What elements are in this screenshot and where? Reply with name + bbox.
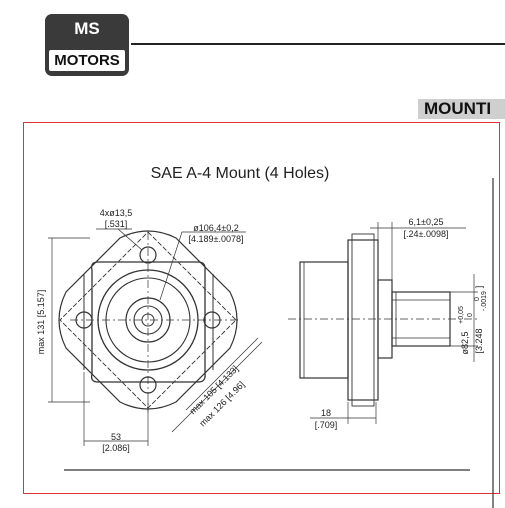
shaft-dimension-inches: [3.248 [474, 328, 484, 353]
side-view [288, 233, 480, 407]
shaft-dimension-inches-close: ] [474, 286, 484, 289]
flange-dimension: 6,1±0,25 [409, 217, 444, 227]
shaft-dimension: ø82,5 [460, 331, 470, 354]
flange-dimension-inches: [.24±.0098] [404, 229, 449, 239]
pilot-callout-inches: [4.189±.0078] [189, 234, 244, 244]
header-rule [131, 43, 505, 45]
shaft-tolerance-lower: 0 [467, 313, 474, 317]
shaft-tolerance-upper: +0,05 [458, 306, 465, 324]
depth-dimension: 18 [321, 408, 331, 418]
section-label: MOUNTI [418, 99, 505, 119]
width-dimension: 53 [111, 432, 121, 442]
depth-dimension-inches: [.709] [315, 420, 338, 430]
shaft-dimension-inches-tolerance: -.0019 [481, 291, 488, 311]
drawing-title: SAE A-4 Mount (4 Holes) [151, 165, 330, 182]
side-view-dimensions [310, 222, 478, 424]
brand-logo-ms: MS [74, 19, 100, 38]
drawing-frame [23, 122, 500, 494]
brand-logo-motors: MOTORS [49, 50, 125, 71]
height-dimension: max 131 [5.157] [36, 290, 46, 355]
brand-logo: MS MOTORS [45, 14, 129, 76]
shaft-dimension-inches-tolerance-upper: 0 [474, 297, 481, 301]
hole-callout-inches: [.531] [105, 219, 128, 229]
hole-callout: 4xø13,5 [100, 208, 133, 218]
shaft-dimension-group: ø82,5 +0,05 0 [3.248 0 -.0019 ] [458, 286, 488, 355]
front-view-dimensions [48, 228, 263, 446]
pilot-callout: ø106,4±0,2 [193, 223, 238, 233]
width-dimension-inches: [2.086] [102, 443, 130, 453]
